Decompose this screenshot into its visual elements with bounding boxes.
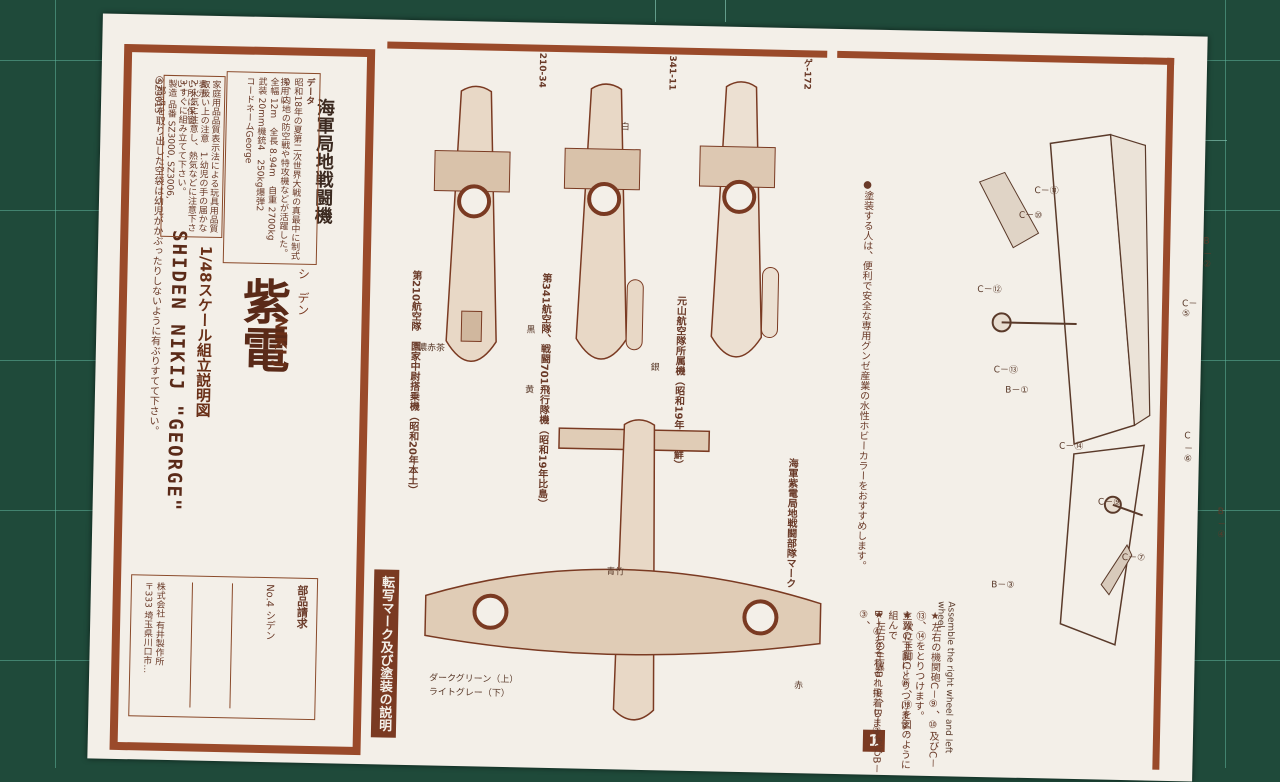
color-label: ダークグリーン（上） [428, 673, 519, 686]
aircraft-code: ゲ-172 [801, 58, 813, 90]
title-furigana: シ デン [295, 267, 311, 316]
wing-assembly-diagram [978, 133, 1151, 646]
parts-heading: 部品請求 [295, 584, 310, 629]
subtitle: 1/48スケール組立説明図 [193, 245, 216, 418]
part-callout: B－② [1202, 236, 1213, 270]
data-box: データ 昭和18年の夏第二次世界大戦の真最中に制式採用に り、内地の防空戦や特攻… [222, 71, 321, 266]
color-label: 黒 [526, 325, 536, 336]
part-callout: B－① [1005, 385, 1029, 396]
maker-address: 〒333 埼玉県川口市... [141, 581, 153, 674]
color-label: 銀 [650, 363, 660, 374]
color-label: 青竹 [606, 567, 625, 578]
notice-line: 製造 品番 SZ3000, SZ3006, SZ3013 [151, 78, 177, 199]
color-label: 赤 [793, 681, 804, 692]
part-callout: C－⑩ [1018, 210, 1043, 222]
aircraft-top-view [424, 419, 822, 721]
title-code: NIKI-J [270, 317, 291, 368]
instruction-sheet: 海軍局地戦闘機 シ デン 紫電 NIKI-J 1/48スケール組立説明図 SHI… [87, 13, 1227, 782]
aircraft-side-view-2 [563, 83, 644, 360]
topview-caption: 海軍紫電局地戦闘部隊マーク [783, 457, 798, 589]
marking-section-header: 転写マーク及び塗装の説明 [370, 569, 400, 738]
aircraft-code: 341-11 [666, 55, 678, 91]
part-callout: C－⑨ [1097, 497, 1122, 508]
data-line: コードネームGeorge [242, 76, 255, 164]
part-callout: C－⑬ [993, 365, 1019, 376]
part-callout: C－⑫ [977, 284, 1002, 296]
color-label: ライトグレー（下） [428, 687, 510, 700]
notice-box: 家庭用品品質表示法による玩具用品質表示 取扱い上の注意 1.幼児の手の届かない所… [152, 74, 226, 239]
part-callout: C－⑪ [1034, 186, 1059, 197]
parts-no-label: No.4 シデン [262, 584, 276, 641]
part-callout: C－⑥ [1183, 431, 1194, 465]
color-label: 白 [620, 122, 630, 133]
parts-order-box: 部品請求 No.4 シデン 株式会社 有井製作所 〒333 埼玉県川口市... [128, 574, 319, 721]
part-callout: C－⑦ [1121, 552, 1146, 564]
color-label: 濃赤茶 [417, 343, 446, 354]
part-callout: B－④ [1217, 506, 1227, 541]
part-callout: B－③ [991, 580, 1015, 591]
color-label: 黄 [525, 385, 535, 396]
part-callout: C－⑤ [1181, 299, 1198, 320]
aircraft-side-view-1 [433, 85, 511, 362]
part-callout: C－⑭ [1058, 441, 1084, 453]
aircraft-code: 210-34 [536, 52, 548, 88]
aircraft-side-view-3 [698, 81, 780, 358]
